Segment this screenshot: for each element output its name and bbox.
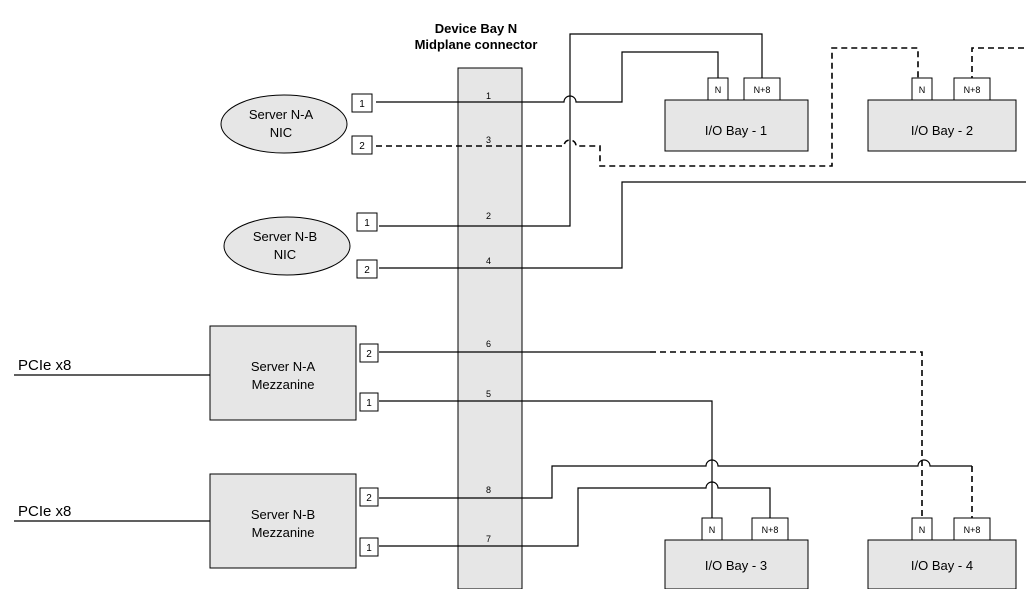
wire-bay2-n8	[971, 47, 1026, 82]
mezz-a-label-line1: Server N-A	[251, 359, 316, 374]
pin-label: 4	[486, 256, 491, 266]
midplane-connector	[457, 67, 523, 589]
mezz-b-label-line1: Server N-B	[251, 507, 315, 522]
mezz-b-label-line2: Mezzanine	[252, 525, 315, 540]
nic-a-port-1-label: 1	[359, 99, 365, 110]
nic-b-port-2	[356, 259, 378, 279]
io-bay-3-port-n8-label: N+8	[762, 525, 779, 535]
nic-a-port-1	[351, 93, 373, 113]
mezz-a-port-1	[359, 392, 379, 412]
nic-b-port-1	[356, 212, 378, 232]
wire-mezz-b-2	[379, 459, 972, 499]
mezz-a-box	[209, 325, 357, 421]
io-bay-2-box	[867, 99, 1017, 152]
mezz-b-port-2-label: 2	[366, 493, 372, 504]
mezz-a: Server N-A Mezzanine 2 1	[209, 325, 379, 421]
pcie-b-label: PCIe x8	[18, 503, 71, 520]
wire-nic-a-2	[376, 47, 919, 167]
nic-a-port-2	[351, 135, 373, 155]
nic-b-ellipse	[223, 216, 351, 276]
io-bay-2-port-n-label: N	[919, 85, 926, 95]
io-bay-2-label: I/O Bay - 2	[911, 123, 973, 138]
io-bay-4-label: I/O Bay - 4	[911, 558, 973, 573]
pin-label: 1	[486, 91, 491, 101]
nic-b-label-line2: NIC	[274, 247, 296, 262]
io-bay-3-port-n8	[751, 517, 789, 541]
pin-label: 8	[486, 485, 491, 495]
io-bay-4: I/O Bay - 4 N N+8	[867, 517, 1017, 589]
nic-a: Server N-A NIC 1 2	[220, 93, 373, 155]
io-bay-4-port-n	[911, 517, 933, 541]
io-bay-3-box	[664, 539, 809, 589]
io-bay-1: I/O Bay - 1 N N+8	[664, 77, 809, 152]
mezz-a-port-2	[359, 343, 379, 363]
io-bay-1-box	[664, 99, 809, 152]
io-bay-2-port-n8	[953, 77, 991, 101]
io-bay-3: I/O Bay - 3 N N+8	[664, 517, 809, 589]
nic-a-ellipse	[220, 94, 348, 154]
title-line1: Device Bay N	[435, 21, 517, 36]
wire-nic-b-2	[379, 181, 1026, 269]
nic-a-port-2-label: 2	[359, 141, 365, 152]
io-bay-2: I/O Bay - 2 N N+8	[867, 77, 1017, 152]
nic-a-label-line2: NIC	[270, 125, 292, 140]
mezz-a-port-2-label: 2	[366, 349, 372, 360]
title-line2: Midplane connector	[415, 37, 538, 52]
wire-nic-b-1	[379, 33, 763, 227]
io-bay-4-port-n8-label: N+8	[964, 525, 981, 535]
mezz-b: Server N-B Mezzanine 2 1	[209, 473, 379, 569]
io-bay-1-label: I/O Bay - 1	[705, 123, 767, 138]
wire-mezz-a-1	[379, 400, 713, 518]
mezz-a-port-1-label: 1	[366, 398, 372, 409]
mezz-b-box	[209, 473, 357, 569]
io-bay-2-port-n	[911, 77, 933, 101]
io-bay-1-port-n-label: N	[715, 85, 722, 95]
pin-label: 5	[486, 389, 491, 399]
io-bay-3-port-n	[701, 517, 723, 541]
mezz-a-label-line2: Mezzanine	[252, 377, 315, 392]
wire-bay4-n	[650, 351, 923, 518]
mezz-b-port-2	[359, 487, 379, 507]
nic-b-label-line1: Server N-B	[253, 229, 317, 244]
io-bay-3-label: I/O Bay - 3	[705, 558, 767, 573]
pcie-a-label: PCIe x8	[18, 357, 71, 374]
io-bay-1-port-n8	[743, 77, 781, 101]
io-bay-3-port-n-label: N	[709, 525, 716, 535]
io-bay-2-port-n8-label: N+8	[964, 85, 981, 95]
io-bay-1-port-n8-label: N+8	[754, 85, 771, 95]
io-bay-4-box	[867, 539, 1017, 589]
io-bay-4-port-n8	[953, 517, 991, 541]
mezz-b-port-1-label: 1	[366, 543, 372, 554]
wire-mezz-b-1	[379, 481, 771, 547]
nic-b-port-1-label: 1	[364, 218, 370, 229]
io-bay-1-port-n	[707, 77, 729, 101]
wire-nic-a-1	[376, 51, 719, 103]
io-bay-4-port-n-label: N	[919, 525, 926, 535]
pin-label: 6	[486, 339, 491, 349]
pin-label: 2	[486, 211, 491, 221]
nic-b-port-2-label: 2	[364, 265, 370, 276]
pin-label: 3	[486, 135, 491, 145]
mezz-b-port-1	[359, 537, 379, 557]
nic-a-label-line1: Server N-A	[249, 107, 314, 122]
nic-b: Server N-B NIC 1 2	[223, 212, 378, 279]
pin-label: 7	[486, 534, 491, 544]
